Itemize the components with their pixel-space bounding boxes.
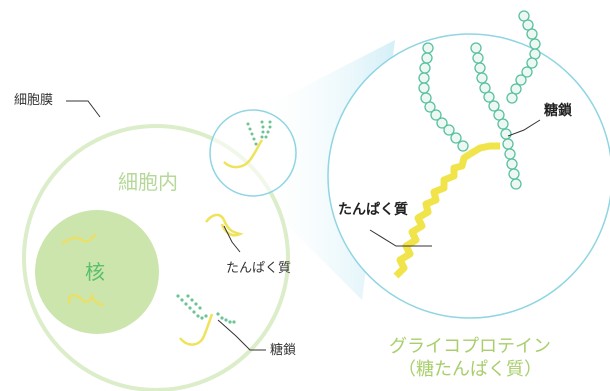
nucleus-label: 核: [85, 260, 105, 284]
protein-leader: [223, 225, 241, 253]
protein-large-helix: [393, 151, 472, 279]
protein-large-tail: [468, 142, 500, 158]
nucleus-protein-1: [61, 233, 97, 246]
glycoprotein-subtitle: （糖たんぱく質）: [398, 358, 542, 380]
sugar-chain-small-label: 糖鎖: [270, 343, 297, 358]
cytoplasm-label: 細胞内: [118, 170, 178, 194]
glycoprotein-small-chains: [176, 294, 236, 324]
glycoprotein-caption: グライコプロテイン （糖たんぱく質）: [354, 336, 586, 381]
glycoprotein-small-body: [179, 313, 214, 346]
protein-small-label: たんぱく質: [226, 261, 292, 276]
zoom-source-protein: [223, 139, 264, 169]
sugar-chain-small-leader: [217, 319, 266, 351]
zoom-detail-circle: [327, 33, 610, 319]
zoom-source-chains: [246, 120, 272, 146]
protein-large-label: たんぱく質: [338, 202, 408, 218]
nucleus-protein-2: [67, 292, 105, 306]
cell-membrane-label: 細胞膜: [14, 93, 54, 108]
sugar-chain-large-leader: [507, 119, 541, 137]
protein-squiggle: [205, 213, 244, 237]
sugar-chain-large-label: 糖鎖: [544, 103, 572, 119]
cell-membrane: [22, 124, 290, 391]
protein-large-leader: [369, 229, 432, 247]
zoom-source-circle: [209, 109, 297, 197]
sugar-chain-large-beads: [418, 10, 541, 190]
glycoprotein-title: グライコプロテイン: [389, 336, 551, 357]
cell-membrane-leader: [66, 100, 101, 118]
